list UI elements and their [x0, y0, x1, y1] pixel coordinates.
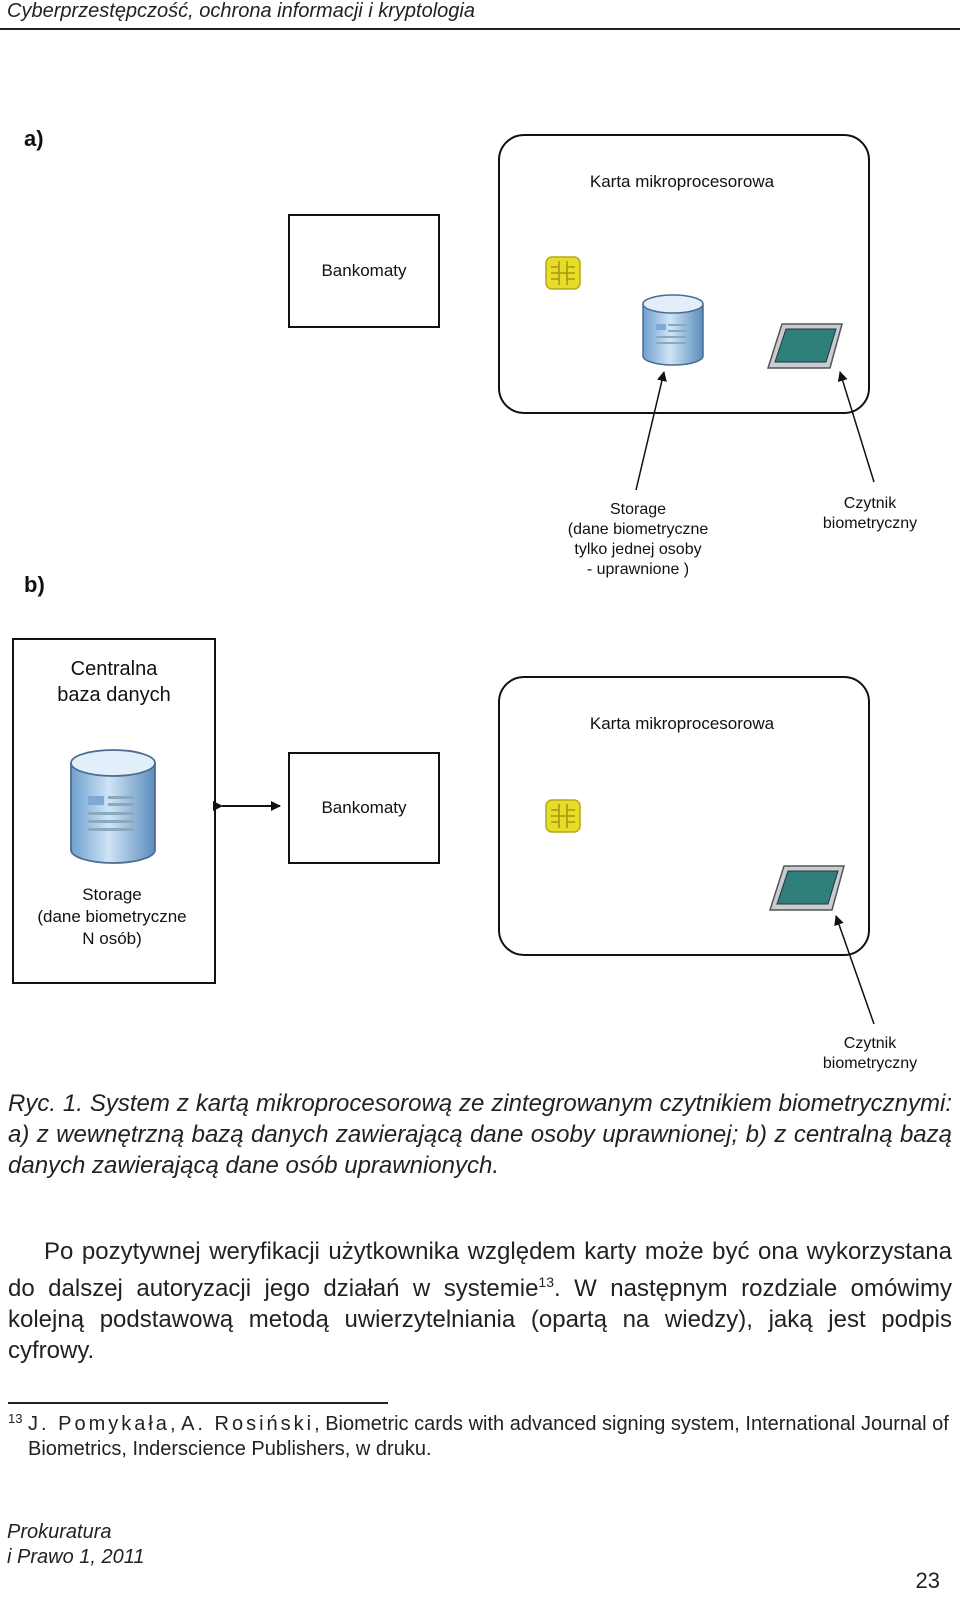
footnote-author-2: A. Rosiński — [181, 1413, 315, 1435]
figure-caption: Ryc. 1. System z kartą mikroprocesorową … — [8, 1090, 952, 1179]
storage-label-a: Storage (dane biometryczne tylko jednej … — [558, 500, 718, 580]
footnote-author-1: J. Pomykała — [28, 1413, 170, 1435]
journal-name: Prokuratura i Prawo 1, 2011 — [7, 1520, 145, 1570]
figure-arrows — [213, 371, 875, 1025]
footnote-citation: , Biometric cards with advanced signing … — [28, 1413, 949, 1460]
reader-pointer-arrow-a — [837, 371, 875, 483]
storage-label-b: Storage (dane biometryczne N osób) — [20, 884, 204, 950]
chip-icon — [545, 799, 581, 833]
storage-line-3: N osób) — [82, 929, 142, 948]
footnote-number: 13 — [8, 1411, 23, 1426]
storage-line-1: Storage — [609, 501, 667, 518]
reader-line-1: Czytnik — [843, 495, 897, 512]
page-number: 23 — [915, 1568, 940, 1593]
footnote: 13 J. Pomykała, A. Rosiński, Biometric c… — [8, 1411, 952, 1462]
storage-line-3: tylko jednej osoby — [574, 541, 702, 558]
chip-icon — [545, 256, 581, 290]
reader-label-a: Czytnik biometryczny — [808, 494, 932, 534]
panel-b-label: b) — [24, 572, 45, 597]
footnote-rule — [8, 1402, 388, 1404]
running-header: Cyberprzestępczość, ochrona informacji i… — [7, 0, 475, 22]
atm-label-a: Bankomaty — [321, 261, 407, 280]
atm-box-a: Bankomaty — [288, 214, 440, 328]
central-db-line-1: Centralna — [70, 658, 158, 680]
database-icon — [68, 748, 158, 866]
journal-line-2: i Prawo 1, 2011 — [7, 1546, 145, 1568]
header-rule — [0, 28, 960, 30]
storage-line-2: (dane biometryczne — [37, 907, 187, 926]
database-icon — [640, 294, 706, 368]
journal-line-1: Prokuratura — [7, 1521, 112, 1543]
storage-line-2: (dane biometryczne — [567, 521, 709, 538]
atm-label-b: Bankomaty — [321, 798, 407, 817]
reader-label-b: Czytnik biometryczny — [808, 1034, 932, 1074]
card-title-a: Karta mikroprocesorowa — [589, 172, 775, 191]
central-db-line-2: baza danych — [57, 684, 171, 706]
reader-line-1: Czytnik — [843, 1035, 897, 1052]
central-db-title: Centralna baza danych — [14, 656, 214, 708]
footnote-separator: , — [169, 1413, 182, 1435]
paragraph-text-2: . W następnym rozdziale omówimy kolejną … — [8, 1275, 953, 1364]
reader-line-2: biometryczny — [822, 515, 918, 532]
footnote-reference[interactable]: 13 — [538, 1274, 554, 1290]
footnote-text: J. Pomykała, A. Rosiński, Biometric card… — [8, 1412, 952, 1462]
atm-box-b: Bankomaty — [288, 752, 440, 864]
card-title-b: Karta mikroprocesorowa — [589, 714, 775, 733]
storage-line-4: - uprawnione ) — [586, 561, 690, 578]
panel-a-label: a) — [24, 126, 44, 151]
storage-pointer-arrow-a — [635, 371, 667, 491]
biometric-reader-icon — [768, 864, 846, 912]
storage-line-1: Storage — [82, 885, 142, 904]
biometric-reader-icon — [766, 322, 844, 370]
reader-line-2: biometryczny — [822, 1055, 918, 1072]
body-paragraph: Po pozytywnej weryfikacji użytkownika wz… — [8, 1236, 952, 1366]
reader-pointer-arrow-b — [834, 915, 875, 1025]
paragraph-text-1: Po pozytywnej weryfikacji użytkownika wz… — [8, 1238, 952, 1302]
